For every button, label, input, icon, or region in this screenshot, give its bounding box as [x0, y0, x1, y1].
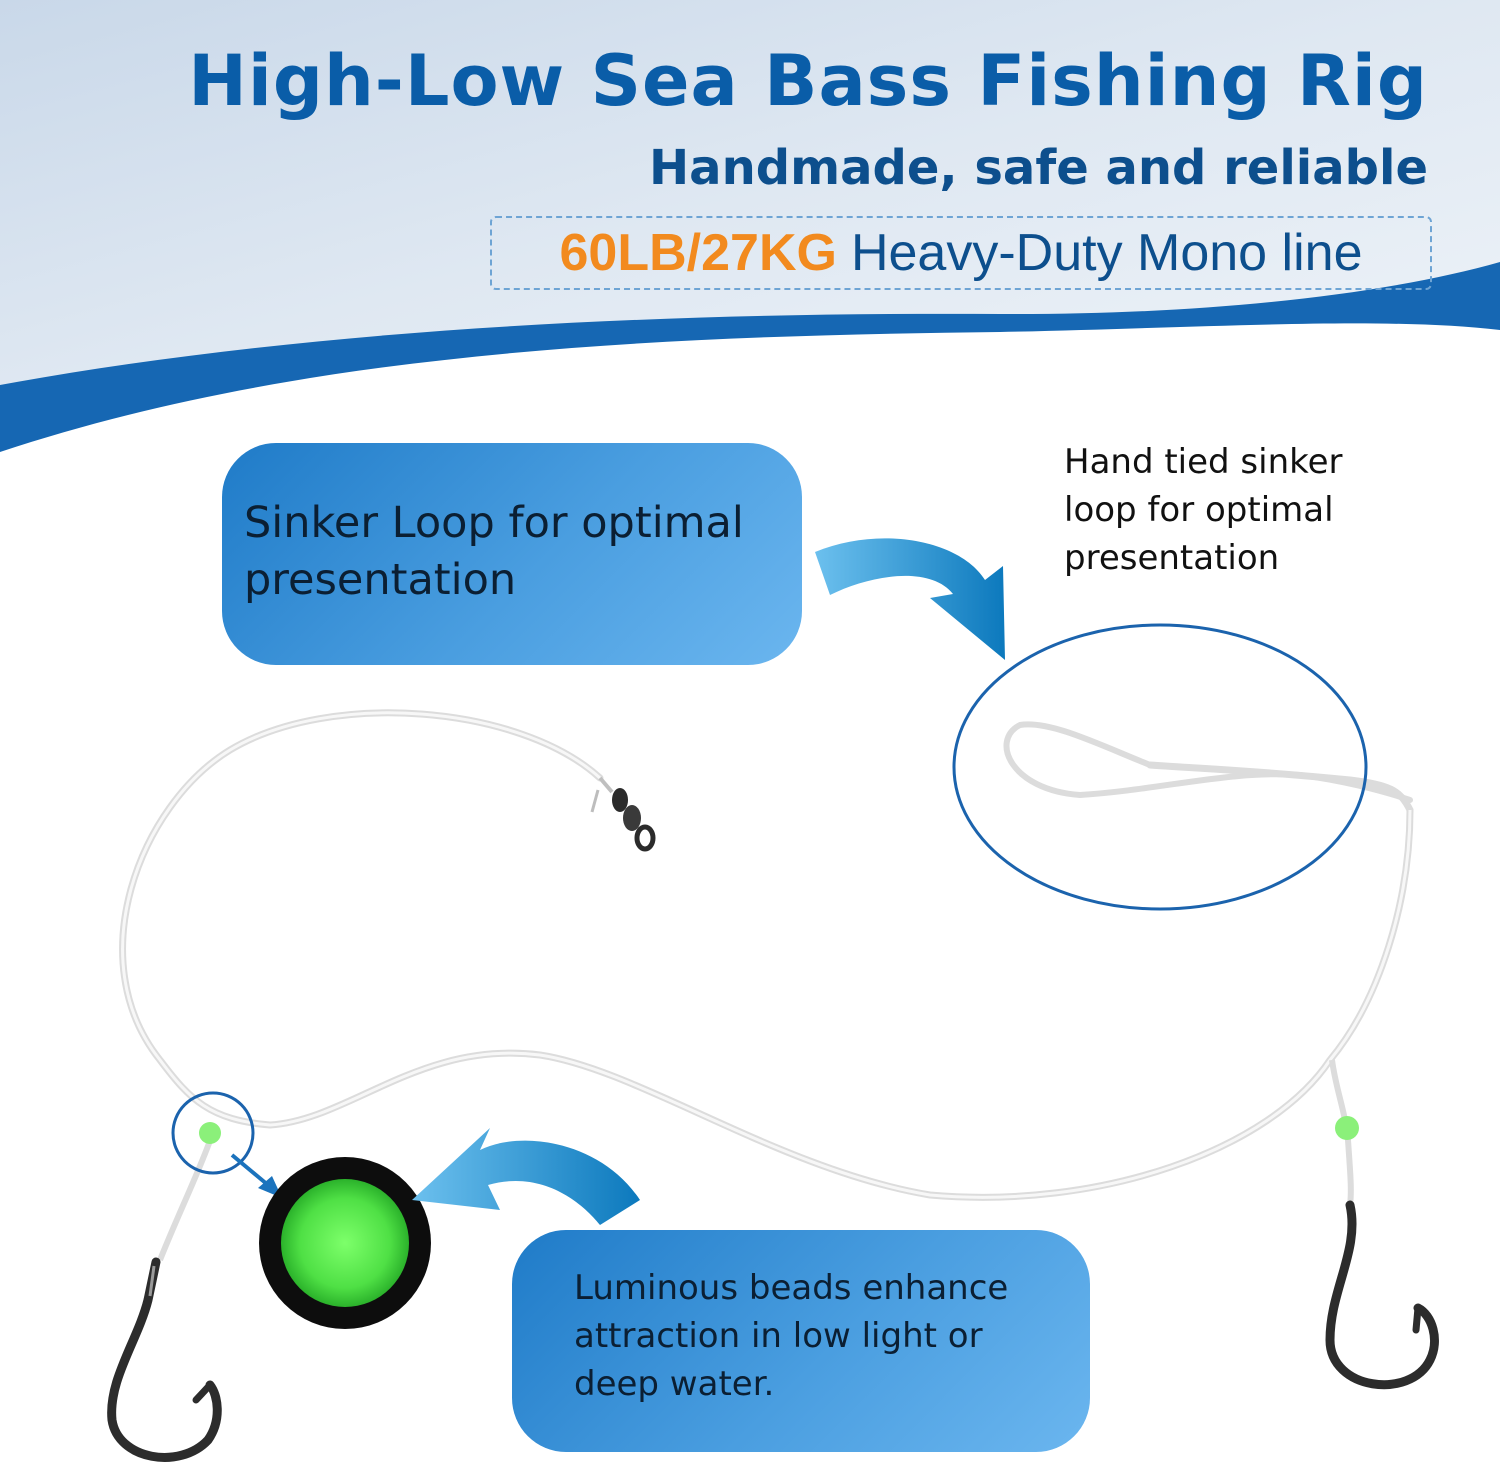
luminous-bead-callout-text: Luminous beads enhance attraction in low…: [574, 1268, 1009, 1404]
line-strength-highlight: 60LB/27KG: [559, 224, 837, 282]
sinker-loop-line: [1003, 721, 1413, 803]
page-subtitle: Handmade, safe and reliable: [649, 140, 1428, 196]
banner-wave: [0, 262, 1500, 452]
bead-highlight-circle: [171, 1091, 255, 1175]
main-line: [119, 709, 1414, 1201]
header-banner: [0, 0, 1500, 452]
line-spec-text: Heavy-Duty Mono line: [850, 224, 1363, 282]
pointer-arrow-line: [230, 1153, 270, 1187]
bottom-curved-arrow-icon: [412, 1128, 640, 1225]
sinker-loop-highlight-circle: [952, 623, 1368, 911]
swivel-icon: [590, 776, 656, 852]
left-dropper-line: [157, 1134, 215, 1262]
right-glow-bead-icon: [1335, 1116, 1359, 1140]
line-spec-box: 60LB/27KG Heavy-Duty Mono line: [490, 216, 1432, 290]
sinker-loop-note: Hand tied sinker loop for optimal presen…: [1064, 442, 1343, 578]
top-curved-arrow-icon: [815, 538, 1005, 660]
luminous-bead-callout: Luminous beads enhance attraction in low…: [512, 1230, 1090, 1452]
left-fishing-hook-icon: [107, 1257, 222, 1462]
left-glow-bead-icon: [199, 1122, 221, 1144]
sinker-loop-callout-text: Sinker Loop for optimal presentation: [244, 498, 744, 605]
banner-background: [0, 0, 1500, 400]
sinker-loop-callout: Sinker Loop for optimal presentation: [222, 443, 802, 665]
right-fishing-hook-icon: [1325, 1200, 1439, 1390]
page-title: High-Low Sea Bass Fishing Rig: [188, 40, 1428, 122]
